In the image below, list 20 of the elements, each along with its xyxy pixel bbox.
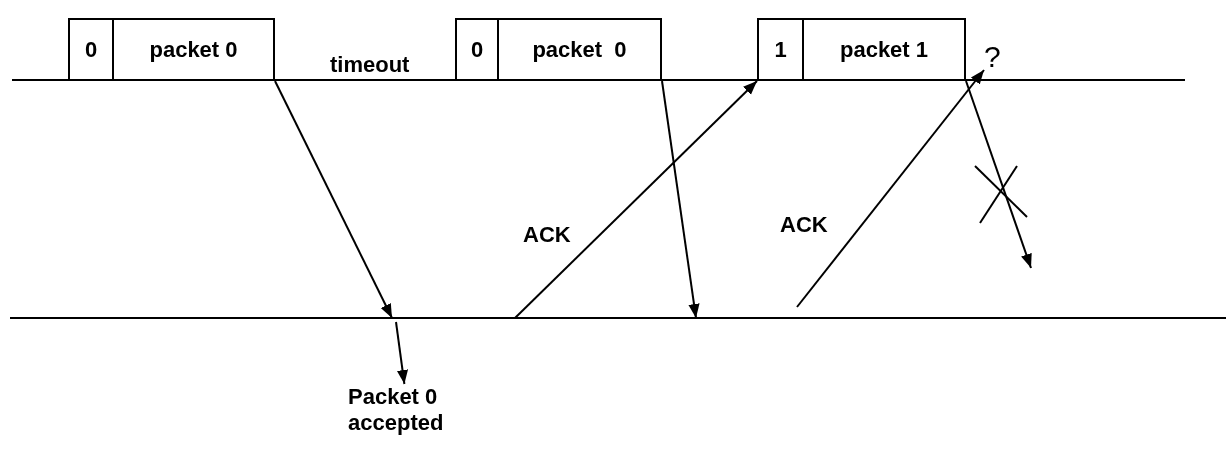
question-mark: ? <box>984 44 1002 70</box>
packet-frame <box>455 18 662 81</box>
sequence-number: 1 <box>759 20 804 79</box>
sequence-number: 0 <box>70 20 114 79</box>
arrow <box>514 80 758 319</box>
arrow <box>274 80 393 319</box>
edge-label: ACK <box>523 222 571 248</box>
arrow <box>395 321 409 385</box>
edge-label: ACK <box>780 212 828 238</box>
arrow <box>965 80 1032 269</box>
arrow <box>796 69 985 308</box>
packet-frame <box>68 18 275 81</box>
packet-label: packet 0 <box>531 35 628 64</box>
packet-frame <box>757 18 966 81</box>
arrow <box>661 80 700 319</box>
packet-label: packet 0 <box>148 35 239 64</box>
sequence-number: 0 <box>457 20 499 79</box>
status-text: Packet 0 accepted <box>348 384 468 436</box>
timer-label: timeout <box>330 52 410 78</box>
packet-label: packet 1 <box>838 35 930 64</box>
